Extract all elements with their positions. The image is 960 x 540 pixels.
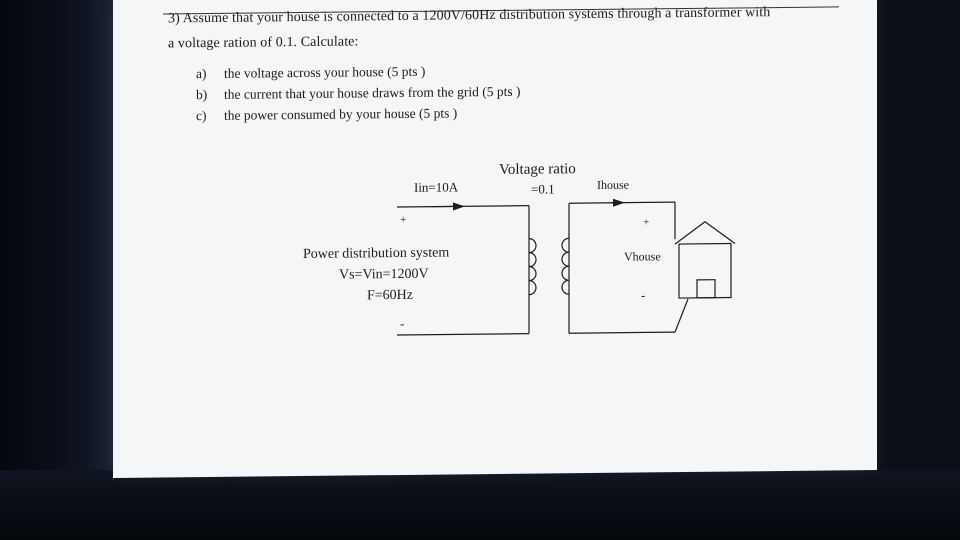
iin-label: Iin=10A — [414, 179, 459, 194]
primary-plus-sign: + — [400, 214, 406, 226]
transformer-circuit-diagram: Iin=10A Voltage ratio =0.1 Ihouse Vhouse… — [303, 161, 736, 336]
primary-coil — [528, 238, 537, 296]
monitor-bezel-bottom — [0, 470, 960, 540]
system-frequency: F=60Hz — [367, 288, 413, 303]
ihouse-arrow — [611, 198, 625, 207]
voltage-ratio-title: Voltage ratio — [499, 161, 576, 178]
system-vs: Vs=Vin=1200V — [339, 267, 429, 283]
vhouse-label: Vhouse — [624, 249, 661, 263]
document-page: 3) Assume that your house is connected t… — [113, 0, 877, 479]
secondary-coil — [561, 237, 570, 295]
house-icon — [674, 221, 736, 299]
secondary-minus-sign: - — [641, 287, 645, 302]
system-title: Power distribution system — [303, 245, 449, 262]
secondary-plus-sign: + — [643, 216, 649, 228]
iin-arrow — [431, 202, 465, 211]
voltage-ratio-value: =0.1 — [531, 181, 555, 196]
primary-minus-sign: - — [400, 316, 404, 331]
monitor-bezel-left — [0, 0, 115, 540]
ihouse-label: Ihouse — [597, 178, 629, 192]
secondary-wires — [568, 201, 689, 334]
